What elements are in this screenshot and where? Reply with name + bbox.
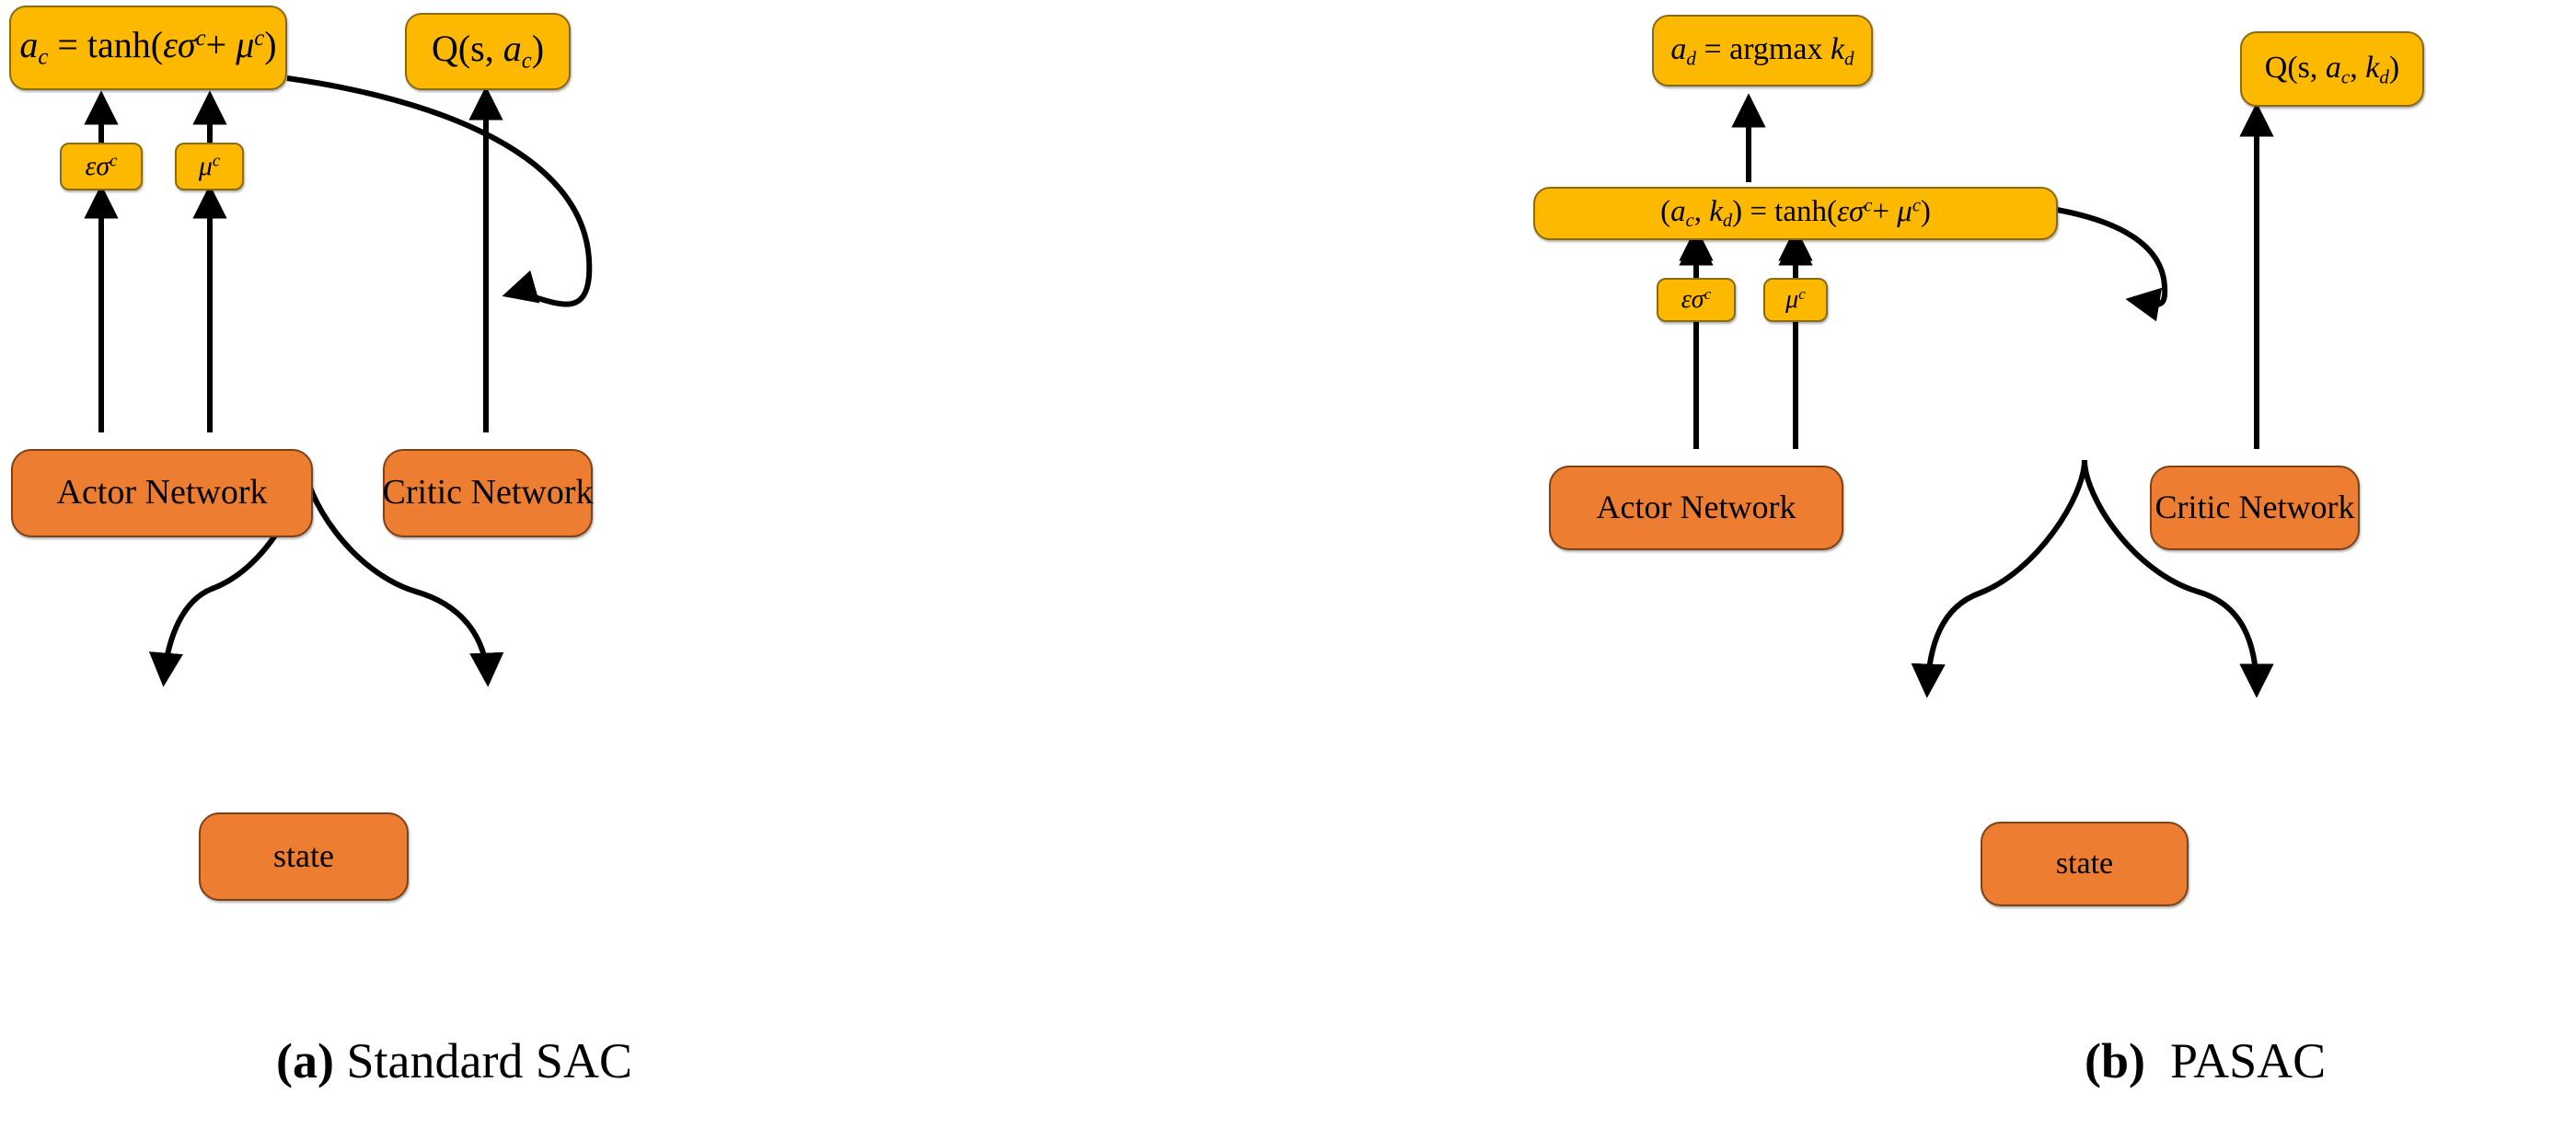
panel-a-caption-spacer: [334, 1033, 347, 1088]
panel-b-caption-spacer: [2145, 1033, 2170, 1088]
panel-a-policy-output-label: ac = tanh(εσc+ μc): [19, 24, 277, 70]
panel-b-mu-box[interactable]: μc: [1763, 278, 1828, 322]
edge-state-to-actor-b: [1911, 459, 2087, 698]
panel-a-mu-label: μc: [198, 151, 221, 182]
panel-a-state-label: state: [273, 837, 334, 875]
panel-b-discrete-action-box[interactable]: ad = argmax kd: [1652, 15, 1873, 86]
panel-b-epsilon-sigma-label: εσc: [1681, 285, 1712, 315]
panel-a-critic-network-label: Critic Network: [382, 473, 594, 512]
panel-b-actor-network-label: Actor Network: [1596, 489, 1796, 526]
panel-b-q-value-label: Q(s, ac, kd): [2264, 50, 2400, 88]
panel-b-state-box[interactable]: state: [1981, 822, 2189, 906]
panel-b-policy-output-label: (ac, kd) = tanh(εσc+ μc): [1660, 194, 1931, 231]
edge-policy-to-critic-a: [286, 75, 593, 307]
panel-b-actor-network-visible[interactable]: Actor Network: [1549, 466, 1843, 550]
panel-a-caption: (a) Standard SAC: [276, 1032, 632, 1089]
panel-b-caption: (b) PASAC: [2085, 1032, 2326, 1089]
panel-a-epsilon-sigma-label: εσc: [85, 151, 118, 182]
panel-b-q-value-box[interactable]: Q(s, ac, kd): [2240, 31, 2424, 107]
panel-a-q-value-label: Q(s, ac): [431, 28, 545, 74]
panel-a-caption-label: (a): [276, 1033, 334, 1088]
panel-b-mu-label: μc: [1785, 285, 1806, 315]
panel-b-policy-output-box[interactable]: (ac, kd) = tanh(εσc+ μc): [1533, 187, 2058, 240]
panel-b-state-label: state: [2055, 846, 2114, 881]
panel-a-policy-output-box[interactable]: ac = tanh(εσc+ μc): [9, 6, 287, 90]
panel-a-actor-network-label: Actor Network: [56, 473, 268, 512]
panel-a-critic-network-box[interactable]: Critic Network: [382, 449, 594, 537]
panel-b-epsilon-sigma-box[interactable]: εσc: [1657, 278, 1736, 322]
panel-a-actor-network-box[interactable]: Actor Network: [11, 449, 313, 537]
panel-b-critic-network-label: Critic Network: [2154, 489, 2355, 526]
panel-a-epsilon-sigma-box[interactable]: εσc: [60, 143, 143, 190]
panel-b-critic-network-box[interactable]: Critic Network: [2150, 466, 2360, 550]
panel-a-state-box[interactable]: state: [199, 812, 409, 901]
panel-a-q-value-box[interactable]: Q(s, ac): [405, 13, 571, 90]
panel-b-caption-text: PASAC: [2170, 1033, 2327, 1088]
panel-b-caption-label: (b): [2085, 1033, 2145, 1088]
panel-a-mu-box[interactable]: μc: [175, 143, 244, 190]
edge-policy-to-critic-b: [2056, 207, 2168, 322]
panel-b-discrete-action-label: ad = argmax kd: [1670, 31, 1854, 70]
panel-a-caption-text: Standard SAC: [346, 1033, 632, 1088]
